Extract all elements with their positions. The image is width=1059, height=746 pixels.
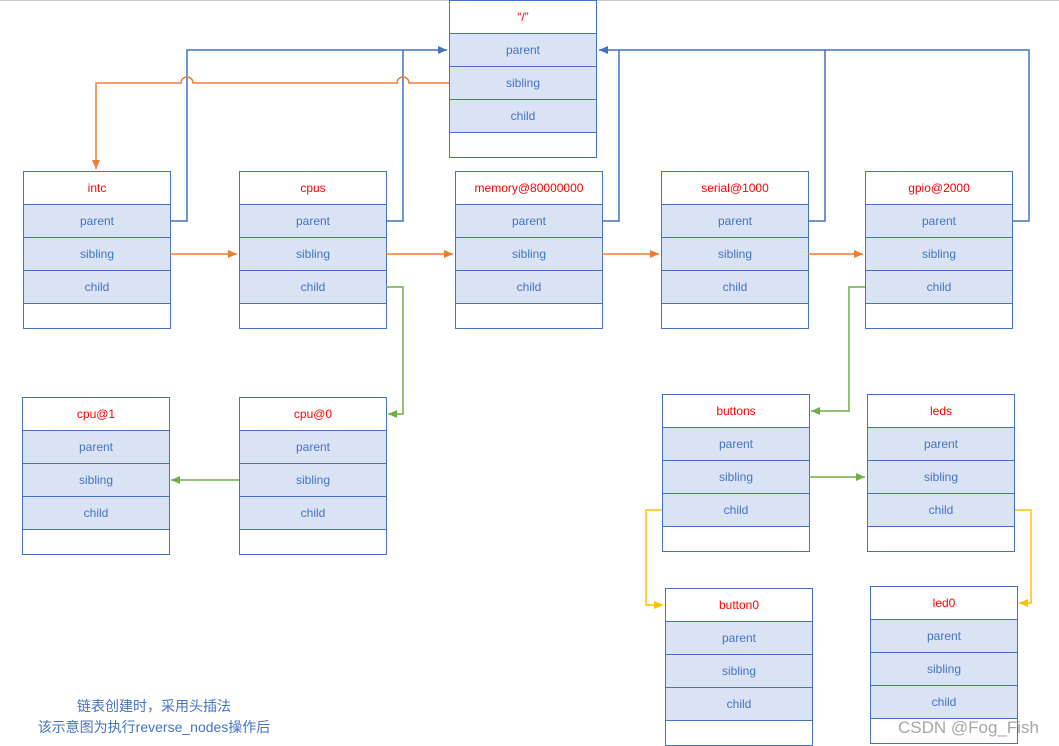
field-parent: parent — [450, 33, 596, 66]
child-link-buttons — [645, 509, 663, 609]
field-sibling: sibling — [240, 237, 386, 270]
node-title: cpus — [240, 172, 386, 204]
field-child: child — [871, 685, 1017, 718]
field-parent: parent — [240, 430, 386, 463]
node-title: memory@80000000 — [456, 172, 602, 204]
node-empty-row — [868, 526, 1014, 551]
field-parent: parent — [866, 204, 1012, 237]
node-empty-row — [23, 529, 169, 554]
field-parent: parent — [663, 427, 809, 460]
node-empty-row — [866, 303, 1012, 328]
field-sibling: sibling — [871, 652, 1017, 685]
field-child: child — [23, 496, 169, 529]
child-link-gpio — [811, 286, 865, 415]
node-title: cpu@1 — [23, 398, 169, 430]
child-link-root — [92, 76, 449, 169]
field-sibling: sibling — [24, 237, 170, 270]
child-link-cpus — [386, 286, 404, 418]
node-title: gpio@2000 — [866, 172, 1012, 204]
node-empty-row — [240, 303, 386, 328]
node-empty-row — [871, 718, 1017, 743]
node-title: led0 — [871, 587, 1017, 619]
field-parent: parent — [868, 427, 1014, 460]
node-title: buttons — [663, 395, 809, 427]
field-parent: parent — [24, 204, 170, 237]
node-empty-row — [240, 529, 386, 554]
field-sibling: sibling — [868, 460, 1014, 493]
field-child: child — [240, 270, 386, 303]
field-parent: parent — [666, 621, 812, 654]
field-sibling: sibling — [666, 654, 812, 687]
caption-line-1: 链表创建时，采用头插法 — [77, 698, 231, 714]
watermark: CSDN @Fog_Fish — [898, 718, 1040, 737]
parent-link-cpus — [386, 50, 404, 222]
field-child: child — [456, 270, 602, 303]
field-child: child — [24, 270, 170, 303]
field-child: child — [240, 496, 386, 529]
node-title: “/” — [450, 1, 596, 33]
parent-link-memory — [599, 46, 620, 222]
caption-line-2: 该示意图为执行reverse_nodes操作后 — [37, 719, 271, 735]
parent-link-serial — [619, 49, 826, 222]
field-sibling: sibling — [450, 66, 596, 99]
field-sibling: sibling — [23, 463, 169, 496]
field-child: child — [866, 270, 1012, 303]
node-empty-row — [24, 303, 170, 328]
field-sibling: sibling — [456, 237, 602, 270]
field-sibling: sibling — [662, 237, 808, 270]
node-empty-row — [456, 303, 602, 328]
field-child: child — [450, 99, 596, 132]
field-sibling: sibling — [866, 237, 1012, 270]
field-parent: parent — [871, 619, 1017, 652]
parent-link-intc — [170, 46, 447, 222]
field-child: child — [662, 270, 808, 303]
node-empty-row — [663, 526, 809, 551]
node-empty-row — [662, 303, 808, 328]
child-link-leds — [1015, 509, 1032, 607]
field-child: child — [663, 493, 809, 526]
field-sibling: sibling — [663, 460, 809, 493]
field-child: child — [666, 687, 812, 720]
node-title: serial@1000 — [662, 172, 808, 204]
parent-link-gpio — [825, 49, 1030, 222]
field-parent: parent — [23, 430, 169, 463]
node-title: button0 — [666, 589, 812, 621]
node-title: cpu@0 — [240, 398, 386, 430]
node-title: intc — [24, 172, 170, 204]
field-sibling: sibling — [240, 463, 386, 496]
field-parent: parent — [662, 204, 808, 237]
caption: 链表创建时，采用头插法 该示意图为执行reverse_nodes操作后 — [14, 696, 294, 738]
node-empty-row — [666, 720, 812, 745]
field-parent: parent — [240, 204, 386, 237]
field-parent: parent — [456, 204, 602, 237]
field-child: child — [868, 493, 1014, 526]
node-title: leds — [868, 395, 1014, 427]
node-empty-row — [450, 132, 596, 157]
